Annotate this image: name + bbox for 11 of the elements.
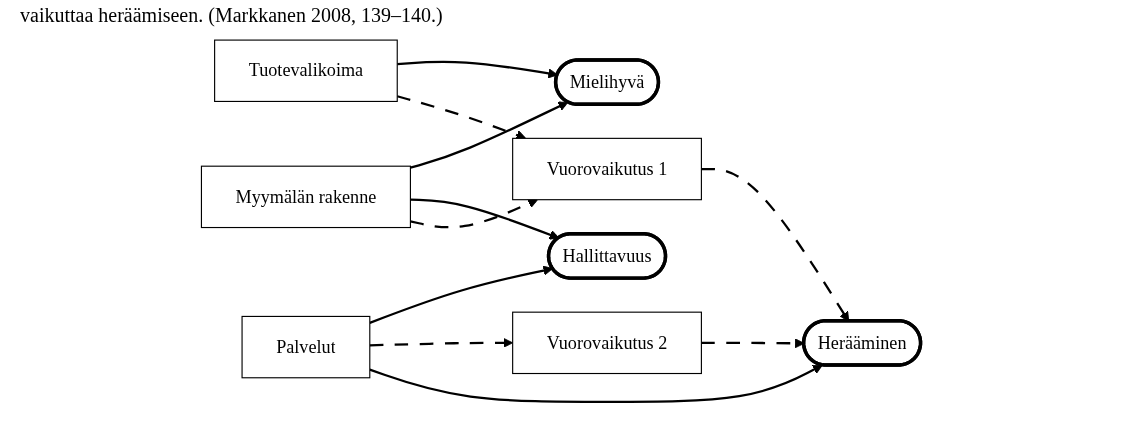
node-box: Tuotevalikoima [214,39,398,102]
arrow [410,198,538,229]
arrow [410,101,569,169]
node-box: Myymälän rakenne [200,165,411,229]
node-box: Palvelut [241,315,371,379]
node-box: Vuorovaikutus 2 [512,311,702,375]
arrow [369,265,554,324]
arrow [410,198,560,240]
note-text: vaikuttaa heräämiseen. (Markkanen 2008, 139–140.) [20,4,444,27]
node-box: Vuorovaikutus 1 [512,137,702,201]
arrow [369,364,823,404]
